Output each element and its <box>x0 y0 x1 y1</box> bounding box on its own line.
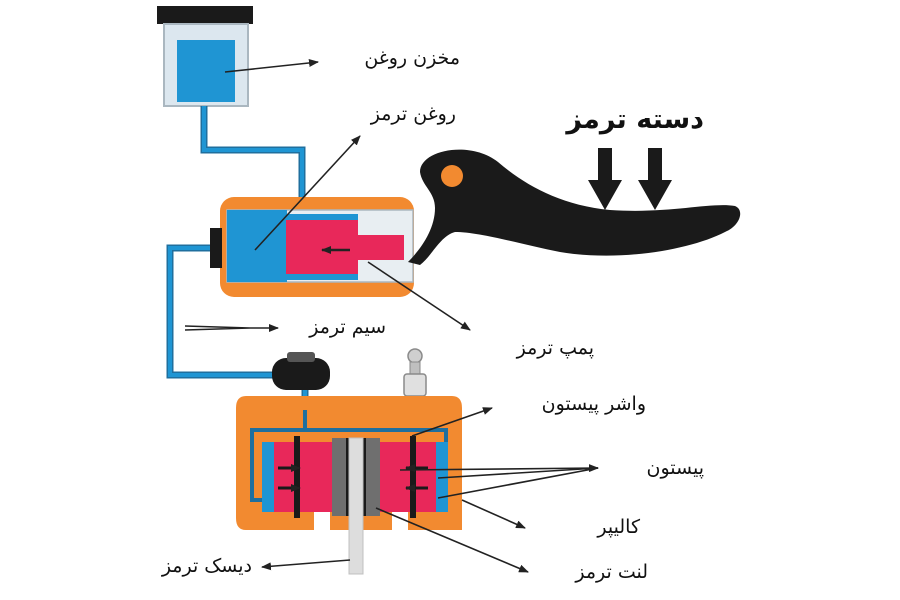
label-brake-fluid: روغن ترمز <box>370 103 456 125</box>
lever-pivot <box>441 165 463 187</box>
leader-reservoir <box>224 58 319 73</box>
label-caliper: کالیپر <box>597 516 640 538</box>
leader-caliper <box>461 499 526 529</box>
bleed-valve-icon <box>403 348 427 397</box>
leader-piston-3 <box>437 467 599 499</box>
oil-reservoir <box>157 6 253 107</box>
caliper-piston-right <box>378 442 436 512</box>
brake-lever <box>408 149 741 265</box>
leader-master-cylinder <box>367 261 471 331</box>
leader-brake-fluid <box>254 135 361 251</box>
label-piston: پیستون <box>646 457 704 479</box>
label-brake-pad: لنت ترمز <box>575 561 648 583</box>
caliper-fluid-left <box>262 442 274 512</box>
leader-brake-disc <box>261 559 351 571</box>
label-brake-disc: دیسک ترمز <box>161 555 252 577</box>
piston-seal-right <box>410 436 416 518</box>
label-master-cylinder: پمپ ترمز <box>516 337 594 359</box>
down-arrow-icon <box>588 148 672 210</box>
leader-piston-seal <box>411 407 493 437</box>
leader-lines <box>184 58 599 573</box>
leader-brake-pad <box>375 507 529 573</box>
reservoir-fluid <box>177 40 235 102</box>
leader-piston-2 <box>437 467 599 479</box>
leader-hose-fork <box>184 325 251 331</box>
master-piston <box>286 220 358 274</box>
brake-pad-left <box>332 438 348 516</box>
caliper-piston-left <box>274 442 332 512</box>
label-brake-hose: سیم ترمز <box>309 316 386 338</box>
brake-disc <box>348 437 364 575</box>
leader-piston-1 <box>399 464 599 473</box>
master-cylinder <box>210 197 414 297</box>
master-cylinder-fluid <box>227 210 287 282</box>
piston-rod <box>358 235 404 260</box>
label-piston-seal: واشر پیستون <box>541 393 646 415</box>
piston-force-arrows <box>278 464 428 492</box>
reservoir-hose <box>200 106 306 204</box>
piston-seal-left <box>294 436 300 518</box>
hose-fitting <box>272 358 330 390</box>
banjo-fitting <box>210 228 222 268</box>
label-brake-lever: دسته ترمز <box>566 104 704 135</box>
reservoir-hose-fluid <box>202 106 304 204</box>
brake-pad-right <box>364 438 380 516</box>
lever-body <box>408 149 741 265</box>
reservoir-cap <box>157 6 253 24</box>
label-reservoir: مخزن روغن <box>364 47 460 69</box>
